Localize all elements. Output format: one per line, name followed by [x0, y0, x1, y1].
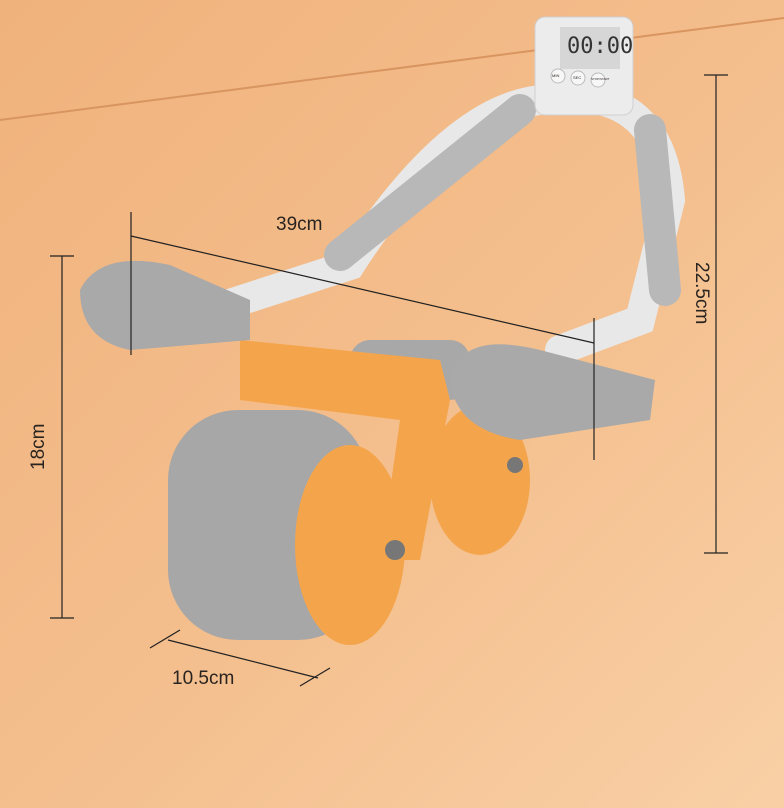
dimension-lines — [50, 74, 728, 687]
timer-sec-button[interactable] — [570, 70, 586, 86]
front-wheel-hub — [295, 445, 405, 645]
left-elbow-pad — [80, 260, 250, 350]
rear-wheel — [430, 405, 530, 555]
timer-screen — [560, 27, 620, 69]
timer-min-label: MIN — [552, 73, 560, 78]
timer-start-button[interactable] — [590, 72, 606, 88]
axle-bolt — [507, 457, 523, 473]
timer-display: 00:00 — [567, 34, 634, 59]
axle-bolt — [385, 540, 405, 560]
wall-edge — [0, 17, 784, 121]
timer-sec-label: SEC — [573, 75, 582, 80]
right-grip — [634, 114, 681, 306]
wheel-width-label: 10.5cm — [172, 668, 235, 689]
left-grip — [324, 94, 536, 271]
handle-frame — [165, 82, 686, 365]
right-elbow-pad — [450, 344, 655, 440]
frame-height-label: 22.5cm — [691, 262, 712, 325]
timer-min-button[interactable] — [550, 68, 566, 84]
wheel-height-label: 18cm — [28, 423, 49, 470]
timer-start-label: STOP/START — [591, 77, 610, 81]
width-dimension-label: 39cm — [276, 214, 323, 235]
